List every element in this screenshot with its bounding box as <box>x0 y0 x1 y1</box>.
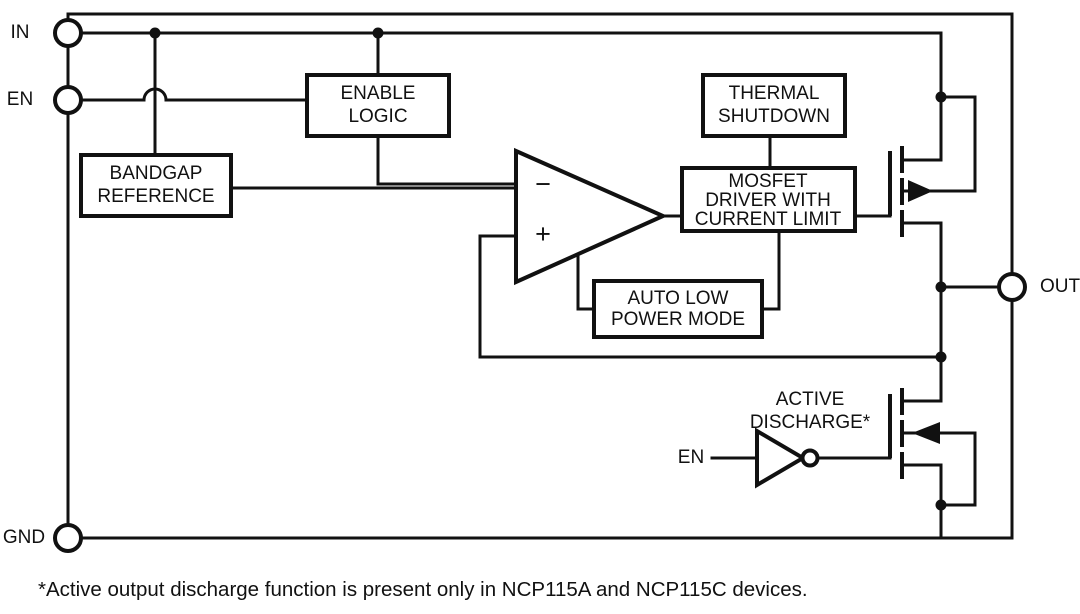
auto-low-power-input-wiring <box>576 254 596 311</box>
pin-gnd[interactable]: GND <box>3 523 83 553</box>
pin-out-terminal[interactable] <box>997 272 1027 302</box>
in-rail-wiring <box>79 27 943 157</box>
block-enable-logic-line2: LOGIC <box>348 106 407 127</box>
block-mosfet-driver[interactable]: MOSFET DRIVER WITH CURRENT LIMIT <box>680 166 857 233</box>
block-bandgap-reference[interactable]: BANDGAP REFERENCE <box>79 153 233 218</box>
pin-in[interactable]: IN <box>11 18 83 48</box>
block-thermal-shutdown-rect[interactable] <box>701 73 847 138</box>
enable-logic-output-wiring <box>376 134 518 186</box>
wire-hop <box>142 87 168 102</box>
block-enable-logic-rect[interactable] <box>305 73 451 138</box>
block-thermal-shutdown-line2: SHUTDOWN <box>718 106 830 127</box>
pin-out-label: OUT <box>1040 276 1080 297</box>
auto-low-power-driver-wiring <box>760 229 781 311</box>
amplifier-plus-label: + <box>535 219 551 249</box>
inverter-input-label: EN <box>678 447 704 468</box>
block-mosfet-driver-line3: CURRENT LIMIT <box>695 209 842 230</box>
error-amplifier: − + <box>514 147 668 286</box>
block-mosfet-driver-line1: MOSFET <box>728 171 808 192</box>
inverter-bubble <box>800 448 820 468</box>
block-thermal-shutdown[interactable]: THERMAL SHUTDOWN <box>701 73 847 138</box>
pass-pmos-transistor <box>853 91 977 289</box>
footnote-caption: *Active output discharge function is pre… <box>38 578 808 601</box>
pmos-bulk-arrow <box>908 180 933 202</box>
junction-out-node <box>935 281 947 293</box>
pin-in-terminal[interactable] <box>53 18 83 48</box>
active-discharge-line1: ACTIVE <box>776 389 845 410</box>
block-auto-low-power-mode[interactable]: AUTO LOW POWER MODE <box>592 279 764 339</box>
junction-nmos-source <box>935 499 947 511</box>
block-auto-low-power-mode-rect[interactable] <box>592 279 764 339</box>
pin-in-label: IN <box>11 22 30 43</box>
discharge-nmos-transistor <box>888 355 977 540</box>
block-bandgap-reference-line1: BANDGAP <box>110 163 203 184</box>
junction-in-enable <box>372 27 384 39</box>
inverter-triangle <box>755 427 807 489</box>
amplifier-minus-label: − <box>535 169 551 199</box>
pin-gnd-label: GND <box>3 527 45 548</box>
block-bandgap-reference-rect[interactable] <box>79 153 233 218</box>
nmos-bulk-arrow <box>912 422 940 444</box>
active-discharge-annotation: ACTIVE DISCHARGE* <box>750 389 871 433</box>
block-bandgap-reference-line2: REFERENCE <box>97 186 214 207</box>
block-enable-logic-line1: ENABLE <box>341 83 416 104</box>
junction-pmos-source <box>935 91 947 103</box>
active-discharge-line2: DISCHARGE* <box>750 412 871 433</box>
block-mosfet-driver-rect[interactable] <box>680 166 857 233</box>
block-auto-low-power-mode-line1: AUTO LOW <box>628 288 729 309</box>
pin-en[interactable]: EN <box>7 85 83 115</box>
pin-gnd-terminal[interactable] <box>53 523 83 553</box>
out-node-wiring <box>935 281 1001 359</box>
en-wiring <box>79 87 309 102</box>
junction-in-bandgap <box>149 27 161 39</box>
pin-out[interactable]: OUT <box>997 272 1080 302</box>
discharge-inverter: EN <box>678 427 892 489</box>
pin-en-label: EN <box>7 89 33 110</box>
pin-en-terminal[interactable] <box>53 85 83 115</box>
block-auto-low-power-mode-line2: POWER MODE <box>611 309 745 330</box>
block-mosfet-driver-line2: DRIVER WITH <box>705 190 831 211</box>
block-thermal-shutdown-line1: THERMAL <box>729 83 820 104</box>
block-enable-logic[interactable]: ENABLE LOGIC <box>305 73 451 138</box>
